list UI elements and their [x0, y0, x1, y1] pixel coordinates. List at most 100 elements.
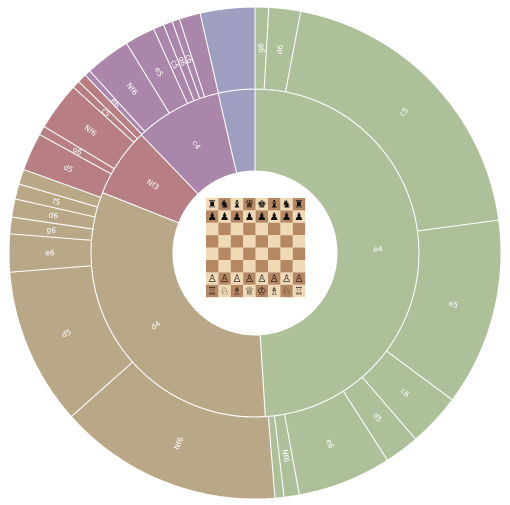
black-pawn-icon: ♟: [294, 211, 303, 223]
black-pawn-icon: ♟: [232, 211, 241, 223]
board-square: [206, 235, 219, 248]
board-square: [218, 284, 231, 298]
white-piece-icon: ♖: [294, 286, 303, 298]
board-square: [243, 222, 256, 236]
board-square: [218, 235, 231, 248]
board-square: [218, 210, 231, 223]
board-square: [268, 284, 281, 298]
black-pawn-icon: ♟: [207, 211, 216, 223]
board-square: [268, 210, 281, 223]
white-piece-icon: ♗: [269, 286, 278, 298]
white-pawn-icon: ♙: [269, 273, 278, 285]
board-square: [280, 222, 293, 236]
board-square: [206, 222, 219, 236]
board-square: [255, 210, 268, 223]
board-square: [292, 210, 306, 223]
board-square: [243, 210, 256, 223]
black-piece-icon: ♝: [232, 199, 241, 211]
board-square: [243, 272, 256, 285]
board-square: [268, 222, 281, 236]
black-piece-icon: ♞: [220, 199, 229, 211]
board-square: [255, 272, 268, 285]
black-pawn-icon: ♟: [220, 211, 229, 223]
board-square: [255, 198, 268, 211]
board-square: [268, 198, 281, 211]
black-piece-icon: ♚: [257, 199, 266, 211]
board-square: [230, 272, 244, 285]
board-square: [218, 260, 231, 273]
board-square: [280, 235, 293, 248]
board-square: [292, 222, 306, 236]
board-square: [292, 247, 306, 260]
board-square: [268, 235, 281, 248]
board-square: [280, 247, 293, 260]
board-square: [255, 260, 268, 273]
board-square: [280, 198, 293, 211]
black-pawn-icon: ♟: [282, 211, 291, 223]
white-piece-icon: ♔: [257, 286, 266, 298]
board-square: [280, 272, 293, 285]
board-square: [292, 260, 306, 273]
board-square: [230, 260, 244, 273]
board-square: [218, 198, 231, 211]
white-piece-icon: ♘: [220, 286, 229, 298]
board-square: [230, 198, 244, 211]
board-square: [255, 235, 268, 248]
white-pawn-icon: ♙: [294, 273, 303, 285]
board-square: [230, 247, 244, 260]
board-square: [280, 210, 293, 223]
board-square: [206, 284, 219, 298]
board-square: [280, 284, 293, 298]
board-square: [292, 272, 306, 285]
white-pawn-icon: ♙: [220, 273, 229, 285]
black-pawn-icon: ♟: [269, 211, 278, 223]
board-square: [268, 260, 281, 273]
black-pawn-icon: ♟: [257, 211, 266, 223]
white-pawn-icon: ♙: [282, 273, 291, 285]
board-square: [280, 260, 293, 273]
board-square: [243, 260, 256, 273]
board-square: [243, 284, 256, 298]
white-piece-icon: ♗: [232, 286, 241, 298]
chessboard-icon: ♜♞♝♛♚♝♞♜♟♟♟♟♟♟♟♟♙♙♙♙♙♙♙♙♖♘♗♕♔♗♘♖: [206, 198, 306, 298]
board-square: [292, 284, 306, 298]
board-square: [206, 247, 219, 260]
board-square: [243, 247, 256, 260]
board-square: [268, 272, 281, 285]
black-piece-icon: ♞: [282, 199, 291, 211]
white-pawn-icon: ♙: [232, 273, 241, 285]
black-pawn-icon: ♟: [245, 211, 254, 223]
board-square: [218, 222, 231, 236]
board-square: [292, 198, 306, 211]
board-square: [206, 198, 219, 211]
ring2-segment-unlabeled-28[interactable]: [199, 6, 256, 94]
board-square: [230, 284, 244, 298]
board-square: [243, 235, 256, 248]
black-piece-icon: ♜: [294, 199, 303, 211]
board-square: [255, 284, 268, 298]
white-piece-icon: ♖: [207, 286, 216, 298]
board-square: [268, 247, 281, 260]
board-square: [218, 247, 231, 260]
white-pawn-icon: ♙: [207, 273, 216, 285]
board-square: [206, 260, 219, 273]
white-piece-icon: ♘: [282, 286, 291, 298]
white-pawn-icon: ♙: [257, 273, 266, 285]
black-piece-icon: ♝: [269, 199, 278, 211]
board-square: [243, 198, 256, 211]
white-pawn-icon: ♙: [245, 273, 254, 285]
board-square: [292, 235, 306, 248]
white-piece-icon: ♕: [245, 286, 254, 298]
board-square: [206, 272, 219, 285]
board-square: [255, 247, 268, 260]
board-square: [230, 235, 244, 248]
board-square: [206, 210, 219, 223]
black-piece-icon: ♜: [207, 199, 216, 211]
board-square: [218, 272, 231, 285]
board-square: [255, 222, 268, 236]
board-square: [230, 222, 244, 236]
board-square: [230, 210, 244, 223]
